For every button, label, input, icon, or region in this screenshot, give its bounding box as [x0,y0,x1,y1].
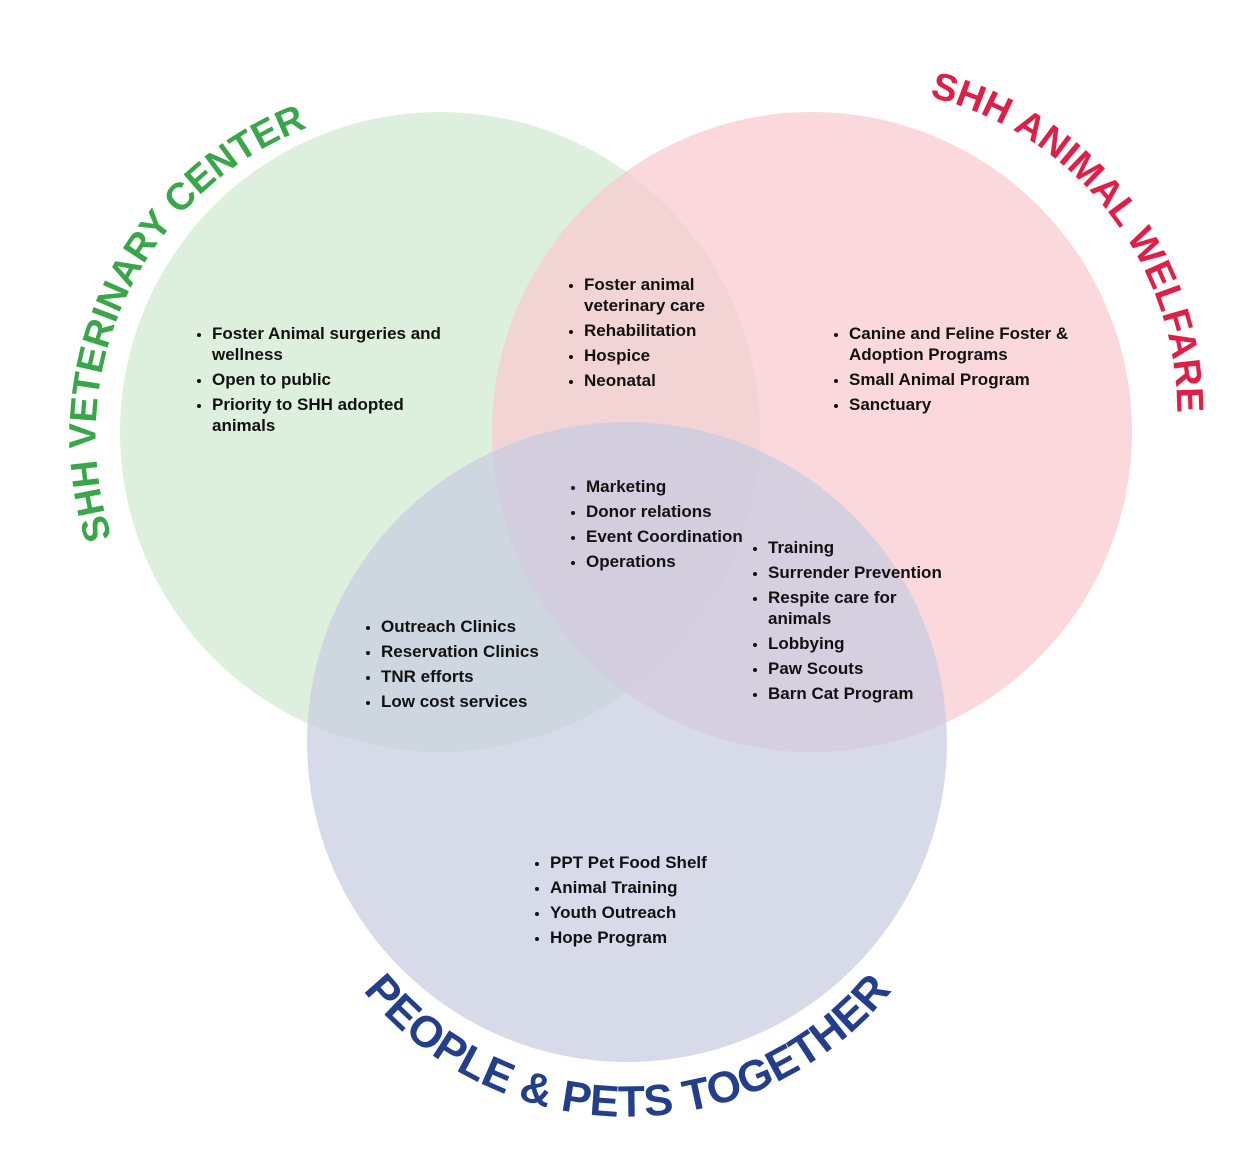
vet-welfare-list: Foster animal veterinary careRehabilitat… [562,274,764,395]
list-item: Sanctuary [849,394,1109,415]
list-item: Small Animal Program [849,369,1109,390]
list-item: Low cost services [381,691,581,712]
list-item: Barn Cat Program [768,683,958,704]
list-item: Marketing [586,476,756,497]
list-item: Respite care for animals [768,587,958,629]
people-only-list: PPT Pet Food ShelfAnimal TrainingYouth O… [528,852,770,952]
list-item: Training [768,537,958,558]
list-item: Animal Training [550,877,770,898]
welfare-only-list: Canine and Feline Foster & Adoption Prog… [827,323,1109,419]
list-item: Rehabilitation [584,320,764,341]
list-item: Reservation Clinics [381,641,581,662]
list-item: Neonatal [584,370,764,391]
list-item: Lobbying [768,633,958,654]
people-circle [307,422,947,1062]
list-item: Canine and Feline Foster & Adoption Prog… [849,323,1109,365]
list-item: Operations [586,551,756,572]
vet-only-list: Foster Animal surgeries and wellnessOpen… [190,323,462,440]
welfare-people-list: TrainingSurrender PreventionRespite care… [746,537,958,708]
list-item: Hospice [584,345,764,366]
list-item: Outreach Clinics [381,616,581,637]
vet-people-list: Outreach ClinicsReservation ClinicsTNR e… [359,616,581,716]
list-item: Paw Scouts [768,658,958,679]
list-item: Foster Animal surgeries and wellness [212,323,462,365]
list-item: TNR efforts [381,666,581,687]
all-three-list: MarketingDonor relationsEvent Coordinati… [564,476,756,576]
list-item: Foster animal veterinary care [584,274,764,316]
list-item: Youth Outreach [550,902,770,923]
list-item: PPT Pet Food Shelf [550,852,770,873]
list-item: Event Coordination [586,526,756,547]
list-item: Donor relations [586,501,756,522]
list-item: Surrender Prevention [768,562,958,583]
list-item: Open to public [212,369,462,390]
list-item: Priority to SHH adopted animals [212,394,462,436]
list-item: Hope Program [550,927,770,948]
